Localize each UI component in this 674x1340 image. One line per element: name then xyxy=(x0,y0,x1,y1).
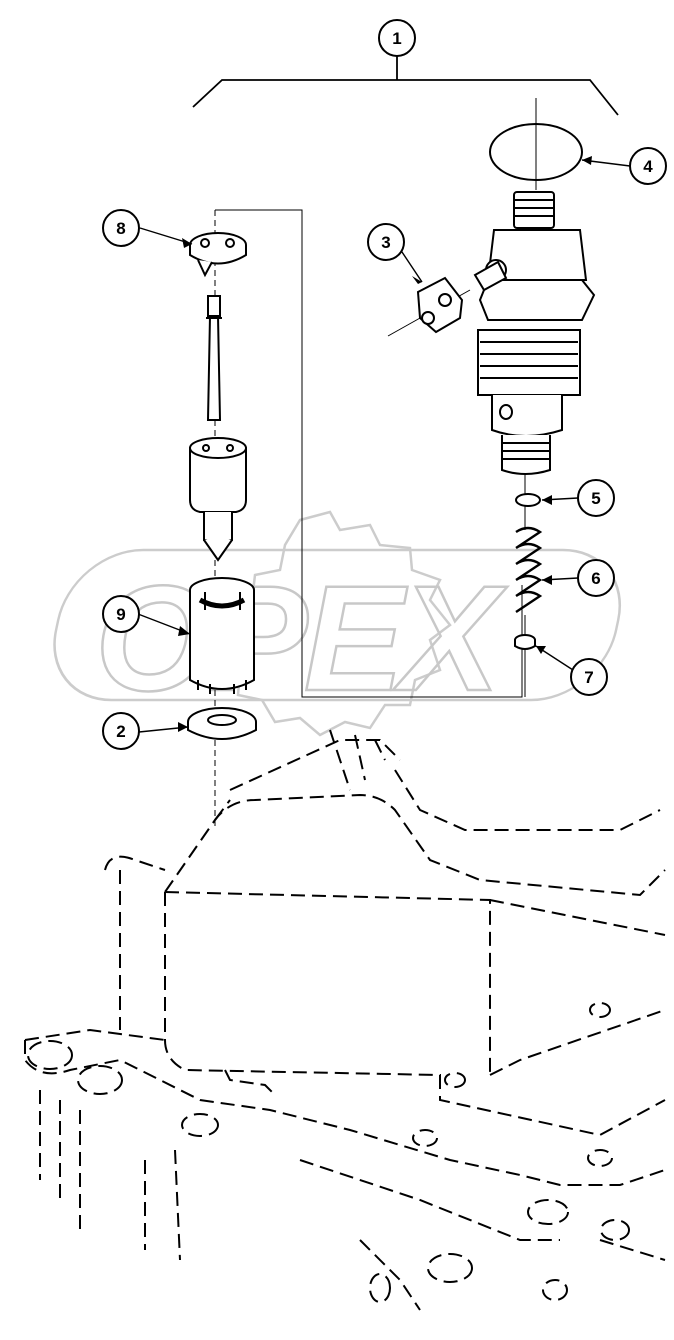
watermark-badge xyxy=(53,548,622,702)
callout-4-label: 4 xyxy=(643,157,653,176)
callout-3-label: 3 xyxy=(381,233,390,252)
callout-9: 9 xyxy=(102,595,140,633)
part-o-ring xyxy=(489,123,583,181)
assembly-bracket xyxy=(192,56,619,116)
callout-2: 2 xyxy=(102,712,140,750)
callout-5: 5 xyxy=(577,479,615,517)
part-washer-2 xyxy=(187,707,257,740)
part-seat-7 xyxy=(514,634,536,650)
callout-8-label: 8 xyxy=(116,219,125,238)
callout-3: 3 xyxy=(367,223,405,261)
part-spring-6 xyxy=(515,526,543,613)
watermark-text: OPEX xyxy=(95,554,508,722)
cylinder-head-outline xyxy=(24,729,666,1311)
callout-arrowheads xyxy=(178,156,592,732)
callout-1-label: 1 xyxy=(392,29,401,48)
callout-6-label: 6 xyxy=(591,569,600,588)
callout-2-label: 2 xyxy=(116,722,125,741)
callout-4: 4 xyxy=(629,147,667,185)
part-shim-5 xyxy=(515,493,541,507)
callout-5-label: 5 xyxy=(591,489,600,508)
part-retainer-disc xyxy=(189,232,247,278)
part-injector-body xyxy=(473,191,596,475)
callout-1: 1 xyxy=(378,19,416,57)
callout-9-label: 9 xyxy=(116,605,125,624)
callout-7-label: 7 xyxy=(584,668,593,687)
callout-8: 8 xyxy=(102,209,140,247)
part-nozzle-needle xyxy=(206,295,222,421)
part-nozzle-body xyxy=(189,437,247,562)
callout-6: 6 xyxy=(577,559,615,597)
watermark: OPEX xyxy=(53,510,622,737)
part-leakoff-clamp xyxy=(416,276,464,334)
part-nozzle-sleeve xyxy=(189,577,255,694)
callout-7: 7 xyxy=(570,658,608,696)
